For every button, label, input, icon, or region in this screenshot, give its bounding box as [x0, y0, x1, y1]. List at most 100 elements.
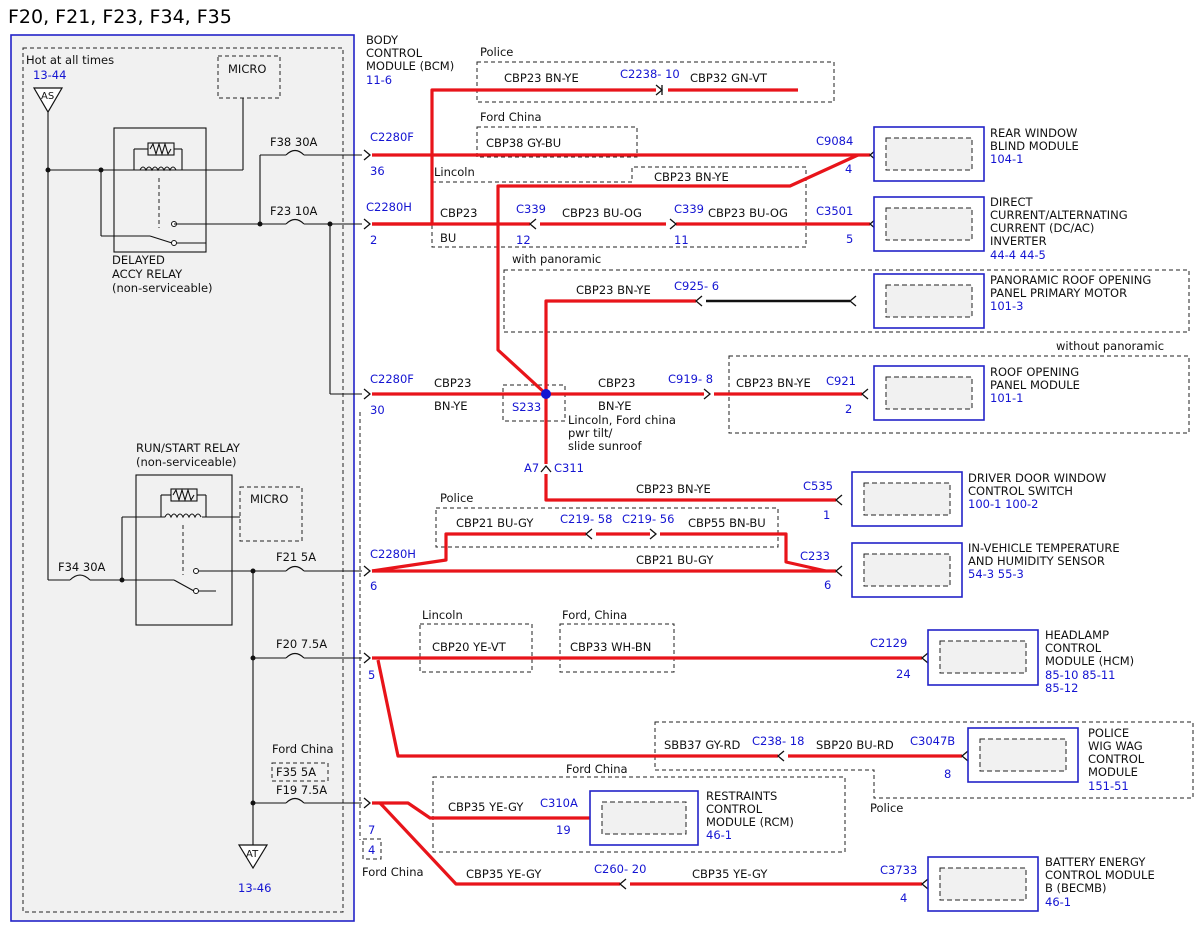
- pano-motor-line2: PANEL PRIMARY MOTOR: [990, 286, 1127, 300]
- dcac-inverter-module[interactable]: [873, 196, 985, 252]
- battery-energy-control-module-b[interactable]: [927, 856, 1039, 912]
- roof-panel-ref[interactable]: 101-1: [990, 391, 1023, 405]
- c9084-pin: 4: [845, 162, 852, 176]
- rcm-line2: CONTROL: [706, 802, 763, 816]
- c310a-link[interactable]: C310A: [540, 796, 578, 810]
- bcm-ref-link[interactable]: 11-6: [366, 73, 392, 87]
- bcm-label-line2: CONTROL: [366, 46, 423, 60]
- driver-door-line1: DRIVER DOOR WINDOW: [968, 471, 1106, 485]
- c2280h-a-link[interactable]: C2280H: [366, 200, 412, 214]
- s233-wire-r1: CBP23: [598, 376, 636, 390]
- c2280f-b-link[interactable]: C2280F: [370, 372, 414, 386]
- fuse-ford-china-label: Ford China: [272, 742, 334, 756]
- roof-panel-line2: PANEL MODULE: [990, 378, 1080, 392]
- pano-wire-label: CBP23 BN-YE: [576, 283, 651, 297]
- c219-b-link[interactable]: C219- 56: [622, 512, 674, 526]
- zone-lincoln: Lincoln: [434, 165, 475, 179]
- c339-a-link[interactable]: C339: [516, 202, 546, 216]
- restraints-control-module[interactable]: [589, 790, 699, 846]
- pano-motor-line1: PANORAMIC ROOF OPENING: [990, 273, 1151, 287]
- pin-36: 36: [370, 164, 385, 178]
- driver-door-window-switch[interactable]: [851, 471, 963, 527]
- becmb-ref[interactable]: 46-1: [1045, 895, 1071, 909]
- as-label: AS: [41, 91, 54, 102]
- c919-link[interactable]: C919- 8: [668, 372, 713, 386]
- a7-label: A7: [524, 461, 539, 475]
- c3047b-pin: 8: [944, 767, 951, 781]
- c2280h-b-link[interactable]: C2280H: [370, 547, 416, 561]
- c233-wire: CBP21 BU-GY: [636, 553, 714, 567]
- zone-lincoln-lower: Lincoln: [422, 608, 463, 622]
- c3733-link[interactable]: C3733: [880, 863, 917, 877]
- c3501-link[interactable]: C3501: [816, 204, 853, 218]
- bcm-label-line1: BODY: [366, 33, 399, 47]
- bcm-fuse-panel: [10, 34, 355, 922]
- rcm-ref[interactable]: 46-1: [706, 828, 732, 842]
- as-triangle-icon: [32, 87, 64, 114]
- bcm-connector-arrows: [363, 149, 372, 809]
- dcac-ref[interactable]: 44-4 44-5: [990, 248, 1046, 262]
- sbp20-label: SBP20 BU-RD: [816, 738, 894, 752]
- zone-ford-china-top: Ford China: [480, 110, 542, 124]
- c925-link[interactable]: C925- 6: [674, 279, 719, 293]
- pin-5-bcm: 5: [368, 668, 375, 682]
- zone-police-mid: Police: [440, 491, 473, 505]
- c238-link[interactable]: C238- 18: [752, 734, 804, 748]
- c260-link[interactable]: C260- 20: [594, 862, 646, 876]
- rear-window-blind-module[interactable]: [873, 126, 985, 182]
- headlamp-control-module[interactable]: [927, 629, 1039, 686]
- at-triangle-icon: [237, 844, 269, 870]
- fuse-f34-label: F34 30A: [58, 560, 106, 574]
- lincoln-wire-top: CBP23 BN-YE: [654, 170, 729, 184]
- hot-label: Hot at all times: [26, 53, 114, 67]
- fuse-f20-label: F20 7.5A: [276, 637, 327, 651]
- fuse-f35-label: F35 5A: [276, 765, 316, 779]
- zone-police-top: Police: [480, 45, 513, 59]
- c339-wire: CBP23 BU-OG: [562, 206, 642, 220]
- pin-4-bcm: 4: [368, 843, 375, 857]
- wigwag-line2: WIG WAG: [1088, 739, 1143, 753]
- temp-sensor-ref[interactable]: 54-3 55-3: [968, 567, 1024, 581]
- hcm-line3: MODULE (HCM): [1045, 654, 1134, 668]
- hcm-ref2[interactable]: 85-12: [1045, 681, 1078, 695]
- s233-link[interactable]: S233: [512, 400, 541, 414]
- c219-a-link[interactable]: C219- 58: [560, 512, 612, 526]
- c921-link[interactable]: C921: [826, 374, 856, 388]
- fc-wire-label: CBP38 GY-BU: [486, 136, 561, 150]
- c310a-pin: 19: [556, 823, 571, 837]
- temp-humidity-sensor[interactable]: [851, 542, 963, 598]
- c2280f-a-link[interactable]: C2280F: [370, 130, 414, 144]
- rear-blind-line2: BLIND MODULE: [990, 139, 1079, 153]
- c311-link[interactable]: C311: [554, 461, 584, 475]
- driver-door-ref[interactable]: 100-1 100-2: [968, 497, 1039, 511]
- s233-wire-l1: CBP23: [434, 376, 472, 390]
- c339-a-pin: 12: [516, 233, 531, 247]
- cbp35-rcm: CBP35 YE-GY: [448, 800, 524, 814]
- c921-pin: 2: [845, 402, 852, 416]
- hot-ref-link[interactable]: 13-44: [33, 68, 66, 82]
- c535-link[interactable]: C535: [803, 479, 833, 493]
- c233-pin: 6: [824, 578, 831, 592]
- c233-link[interactable]: C233: [800, 549, 830, 563]
- run-relay-line2: (non-serviceable): [136, 455, 237, 469]
- c9084-link[interactable]: C9084: [816, 134, 853, 148]
- c3047b-link[interactable]: C3047B: [910, 734, 955, 748]
- c339-b-link[interactable]: C339: [674, 202, 704, 216]
- c2129-link[interactable]: C2129: [870, 636, 907, 650]
- police-wig-wag-module[interactable]: [967, 727, 1079, 783]
- option-zones: [419, 61, 1194, 853]
- bcm-label-line3: MODULE (BCM): [366, 59, 454, 73]
- at-ref-link[interactable]: 13-46: [238, 881, 271, 895]
- c2238-link[interactable]: C2238- 10: [620, 67, 680, 81]
- wigwag-ref[interactable]: 151-51: [1088, 779, 1129, 793]
- s233-wire-l2: BN-YE: [434, 399, 468, 413]
- roof-opening-panel-module[interactable]: [873, 365, 985, 421]
- panoramic-roof-motor-module[interactable]: [873, 273, 985, 329]
- pano-motor-ref[interactable]: 101-3: [990, 299, 1023, 313]
- hcm-ref1[interactable]: 85-10 85-11: [1045, 668, 1116, 682]
- cbp20-label: CBP20 YE-VT: [432, 640, 507, 654]
- s233-note-2: pwr tilt/: [568, 426, 612, 440]
- bcm-inner-boundary: [22, 47, 344, 913]
- rear-blind-ref[interactable]: 104-1: [990, 152, 1023, 166]
